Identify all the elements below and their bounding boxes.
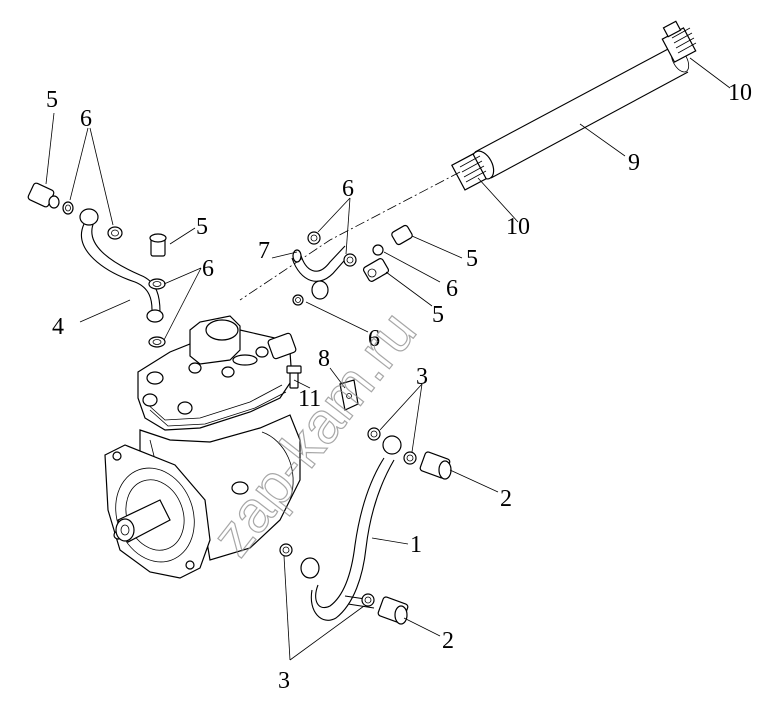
banjo-bolts-5-right (362, 224, 413, 282)
callout-10-lower: 10 (506, 214, 530, 240)
pipe-9 (471, 47, 690, 180)
callout-5-right-upper: 5 (466, 246, 478, 272)
callout-2-lower: 2 (442, 628, 454, 654)
banjo-bolt-5-left (27, 182, 123, 240)
callout-5-top: 5 (196, 214, 208, 240)
banjo-bolts-2 (377, 451, 452, 625)
callout-1: 1 (410, 532, 422, 558)
washers-3 (279, 427, 417, 607)
callout-11: 11 (298, 386, 321, 412)
pipe-1 (300, 435, 402, 621)
callout-9: 9 (628, 150, 640, 176)
callout-6-right: 6 (446, 276, 458, 302)
pipe-7 (291, 245, 351, 300)
callout-5-top-left: 5 (46, 87, 58, 113)
fitting-10-lower (451, 150, 487, 191)
washers-6-upper (292, 231, 357, 306)
compressor (104, 315, 301, 579)
pipe-4 (79, 208, 164, 323)
callout-6-top-left: 6 (80, 106, 92, 132)
callout-5-right-lower: 5 (432, 302, 444, 328)
callout-labels: 1 2 2 3 3 4 5 5 5 5 6 6 6 6 6 7 8 9 10 1… (46, 80, 752, 694)
callout-8: 8 (318, 346, 330, 372)
leader-lines (45, 57, 731, 661)
callout-3-upper: 3 (416, 364, 428, 390)
banjo-bolt-5-top (148, 233, 167, 348)
callout-6-mid-left: 6 (202, 256, 214, 282)
callout-2-upper: 2 (500, 486, 512, 512)
callout-7: 7 (258, 238, 270, 264)
callout-4: 4 (52, 314, 64, 340)
callout-10-upper: 10 (728, 80, 752, 106)
callout-6-center: 6 (342, 176, 354, 202)
callout-3-lower: 3 (278, 668, 290, 694)
fitting-10-upper (661, 20, 697, 63)
callout-6-lower: 6 (368, 326, 380, 352)
